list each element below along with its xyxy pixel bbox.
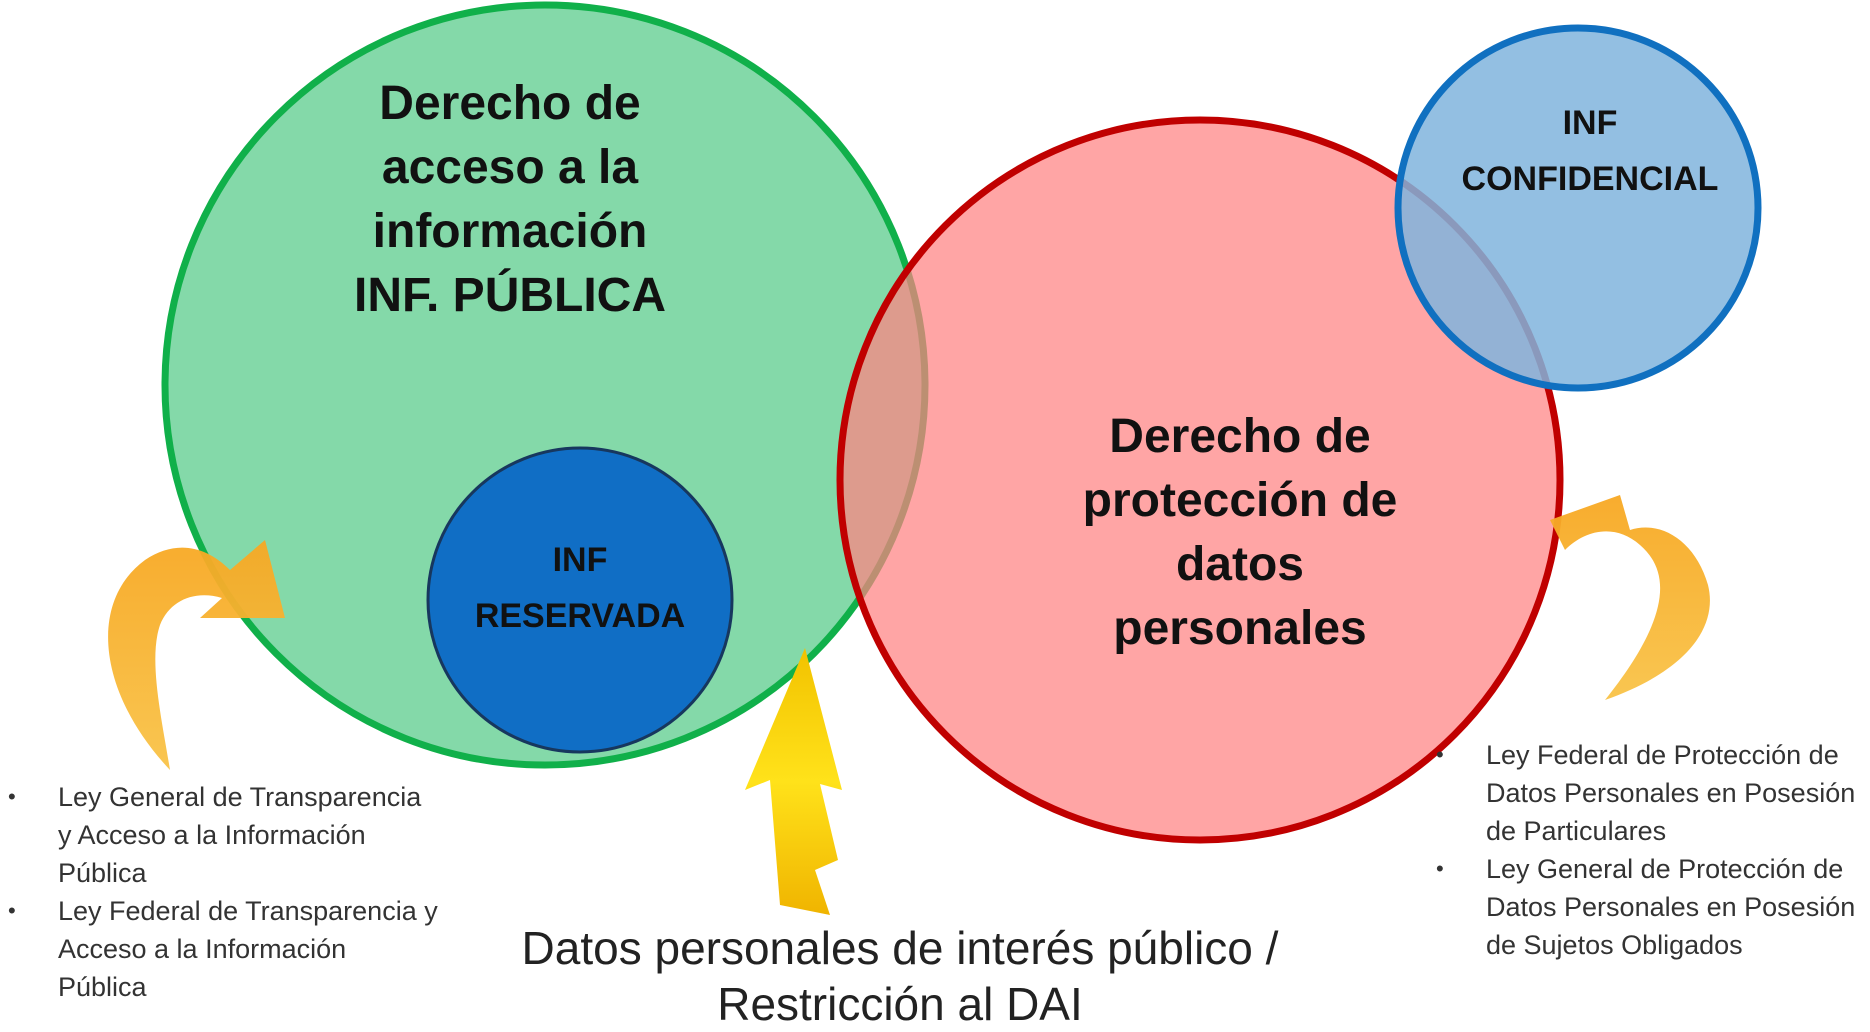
right-law-item: Ley Federal de Protección de Datos Perso… (1428, 736, 1870, 850)
red-circle (836, 116, 1564, 844)
confidential-circle-label: INF CONFIDENCIAL (1461, 104, 1719, 198)
right-law-item: Ley General de Protección de Datos Perso… (1428, 850, 1870, 964)
right-law-list: Ley Federal de Protección de Datos Perso… (1428, 736, 1870, 964)
right-curved-arrow-icon (1550, 495, 1710, 700)
confidential-circle (1394, 24, 1762, 392)
left-law-item: Ley General de Transparencia y Acceso a … (0, 778, 440, 892)
reserved-circle (426, 446, 734, 754)
left-curved-arrow-icon (108, 540, 285, 770)
red-circle-label: Derecho de protección de datos personale… (1082, 410, 1398, 655)
left-law-item: Ley Federal de Transparencia y Acceso a … (0, 892, 440, 1006)
green-circle-label: Derecho de acceso a la información INF. … (354, 77, 666, 322)
reserved-circle-label: INF RESERVADA (474, 541, 686, 635)
left-law-list: Ley General de Transparencia y Acceso a … (0, 778, 440, 1006)
caption: Datos personales de interés público / Re… (521, 922, 1279, 1030)
center-up-arrow-icon (745, 648, 842, 915)
